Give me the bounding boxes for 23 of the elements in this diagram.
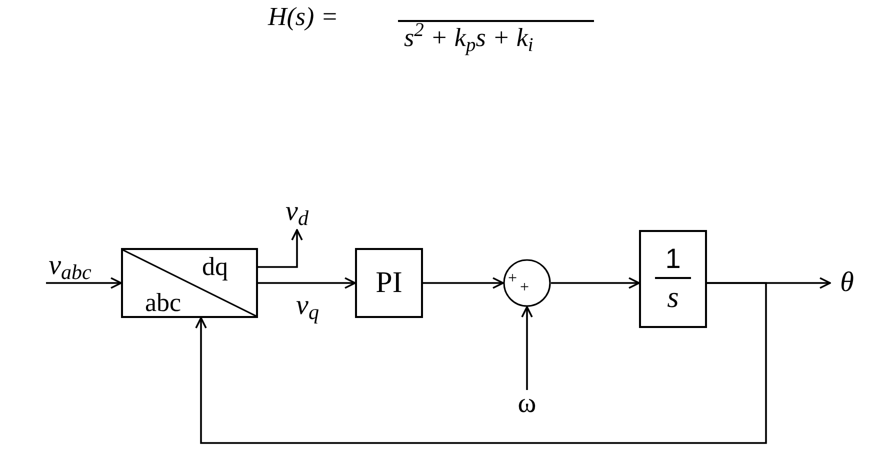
signal-arrow	[46, 277, 122, 289]
signal-label: θ	[840, 269, 854, 297]
input-frame-label: abc	[145, 288, 182, 317]
signal-arrow	[423, 277, 504, 289]
signal-arrow	[258, 277, 356, 289]
signal-arrow	[258, 229, 303, 268]
signal-label: v$_{abc}$	[48, 252, 92, 280]
signal-label: ω	[518, 390, 536, 418]
controller-block	[355, 248, 423, 318]
signal-arrow	[551, 277, 640, 289]
summing-junction	[503, 259, 551, 307]
plus-sign: +	[520, 279, 530, 296]
plus-sign: +	[508, 270, 518, 287]
equation-lhs: H(s) =	[268, 2, 338, 31]
output-frame-label: dq	[202, 252, 228, 281]
numerator: 1	[665, 245, 681, 273]
block-label: PI	[376, 268, 402, 298]
integrator-block	[639, 230, 707, 328]
denominator: s	[667, 283, 679, 313]
transform-block	[121, 248, 258, 318]
signal-label: v$_{d}$	[286, 198, 308, 226]
signal-arrow	[521, 306, 533, 390]
signal-arrow	[195, 282, 767, 444]
